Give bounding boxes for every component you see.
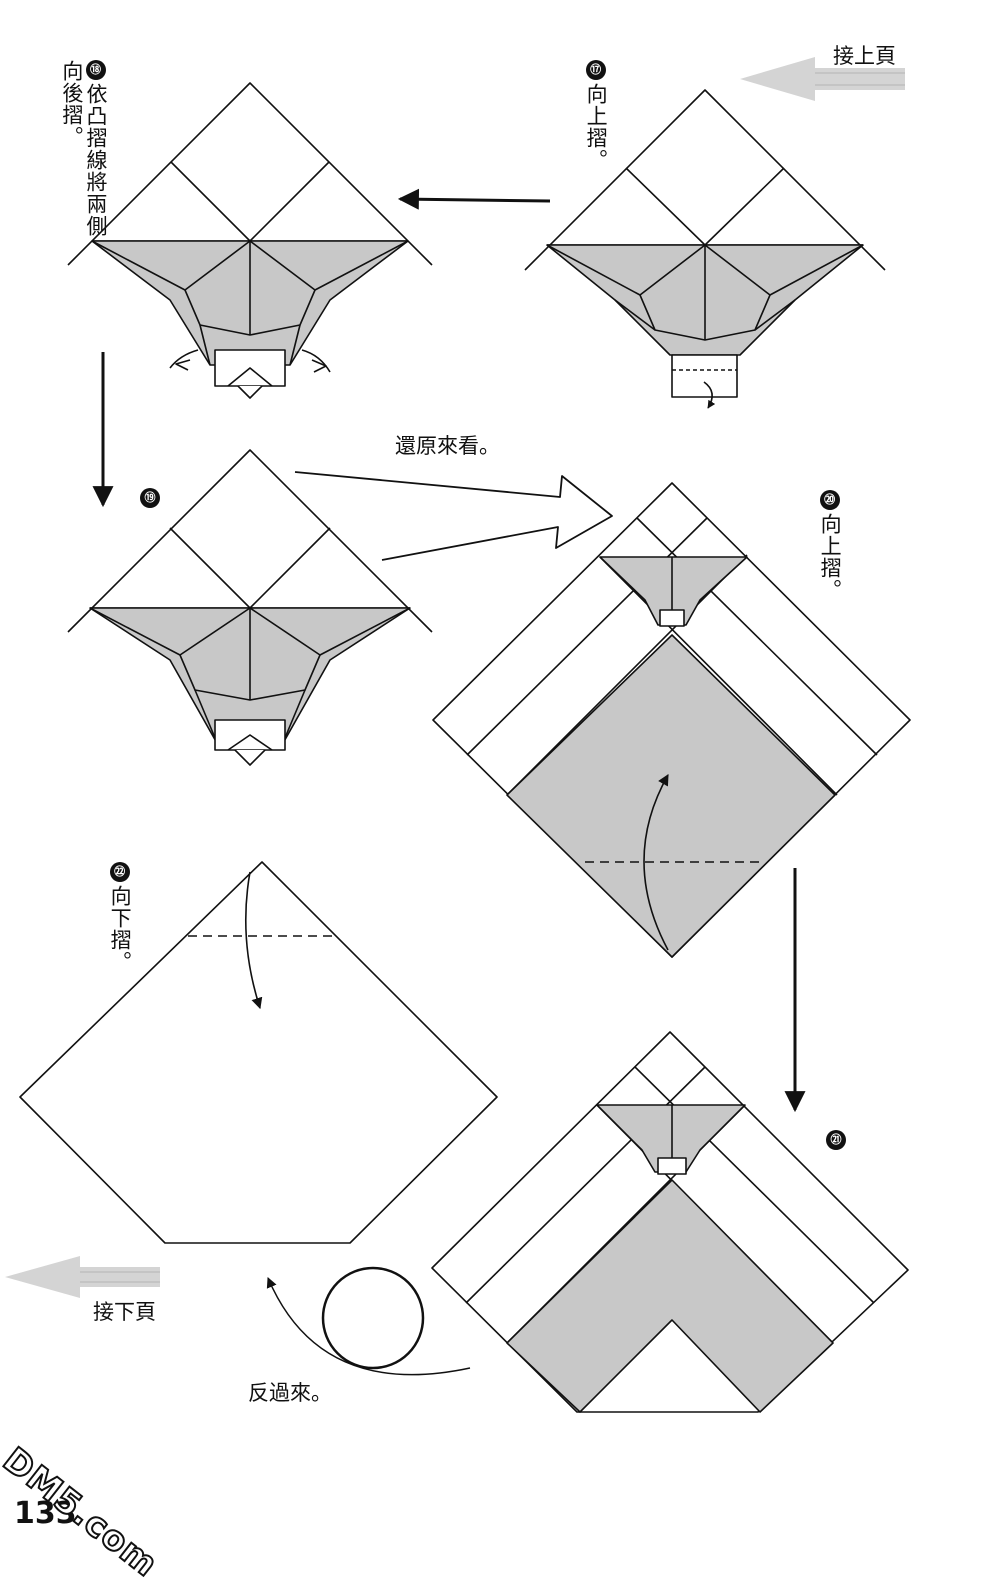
step-22-figure <box>19 861 498 1244</box>
step-17-number: ⑰ <box>586 60 607 80</box>
step-19-figure <box>67 449 433 766</box>
turn-over-symbol <box>266 1266 471 1376</box>
turn-over-note: 反過來。 <box>248 1381 332 1405</box>
step-20-instruction: 向上摺。 <box>818 513 843 601</box>
page-number: 133 <box>14 1496 77 1531</box>
step-17-instruction: 向上摺。 <box>584 83 609 171</box>
step-18-figure <box>67 82 433 399</box>
step-19-label: ⑲ <box>140 482 160 511</box>
step-18-number: ⑱ <box>86 60 106 80</box>
step-21-number: ㉑ <box>826 1130 846 1150</box>
to-next-page-label: 接下頁 <box>93 1300 156 1324</box>
unfold-view-note: 還原來看。 <box>395 434 500 458</box>
step-18-label: ⑱依凸摺線將兩側向後摺。 <box>60 60 108 240</box>
step-21-figure <box>431 1031 909 1413</box>
step-20-label: ⑳ 向上摺。 <box>818 490 842 601</box>
to-next-page-arrow <box>5 1256 160 1298</box>
step-22-number: ㉒ <box>110 862 131 882</box>
from-prev-page-arrow <box>740 57 905 101</box>
arrow-step17-to-step18 <box>397 188 551 210</box>
step-22-label: ㉒向下摺。 <box>108 862 132 973</box>
unfold-view-arrow <box>294 471 613 561</box>
step-20-number: ⑳ <box>820 490 841 510</box>
from-prev-page-label: 接上頁 <box>833 44 896 68</box>
step-22-instruction: 向下摺。 <box>108 885 133 973</box>
step-19-number: ⑲ <box>140 488 160 508</box>
step-18-instruction: 依凸摺線將兩側向後摺。 <box>59 60 108 237</box>
step-17-label: ⑰ 向上摺。 <box>584 60 608 171</box>
step-21-label: ㉑ <box>826 1124 846 1153</box>
step-17-figure <box>524 89 886 409</box>
step-20-figure <box>432 482 911 958</box>
